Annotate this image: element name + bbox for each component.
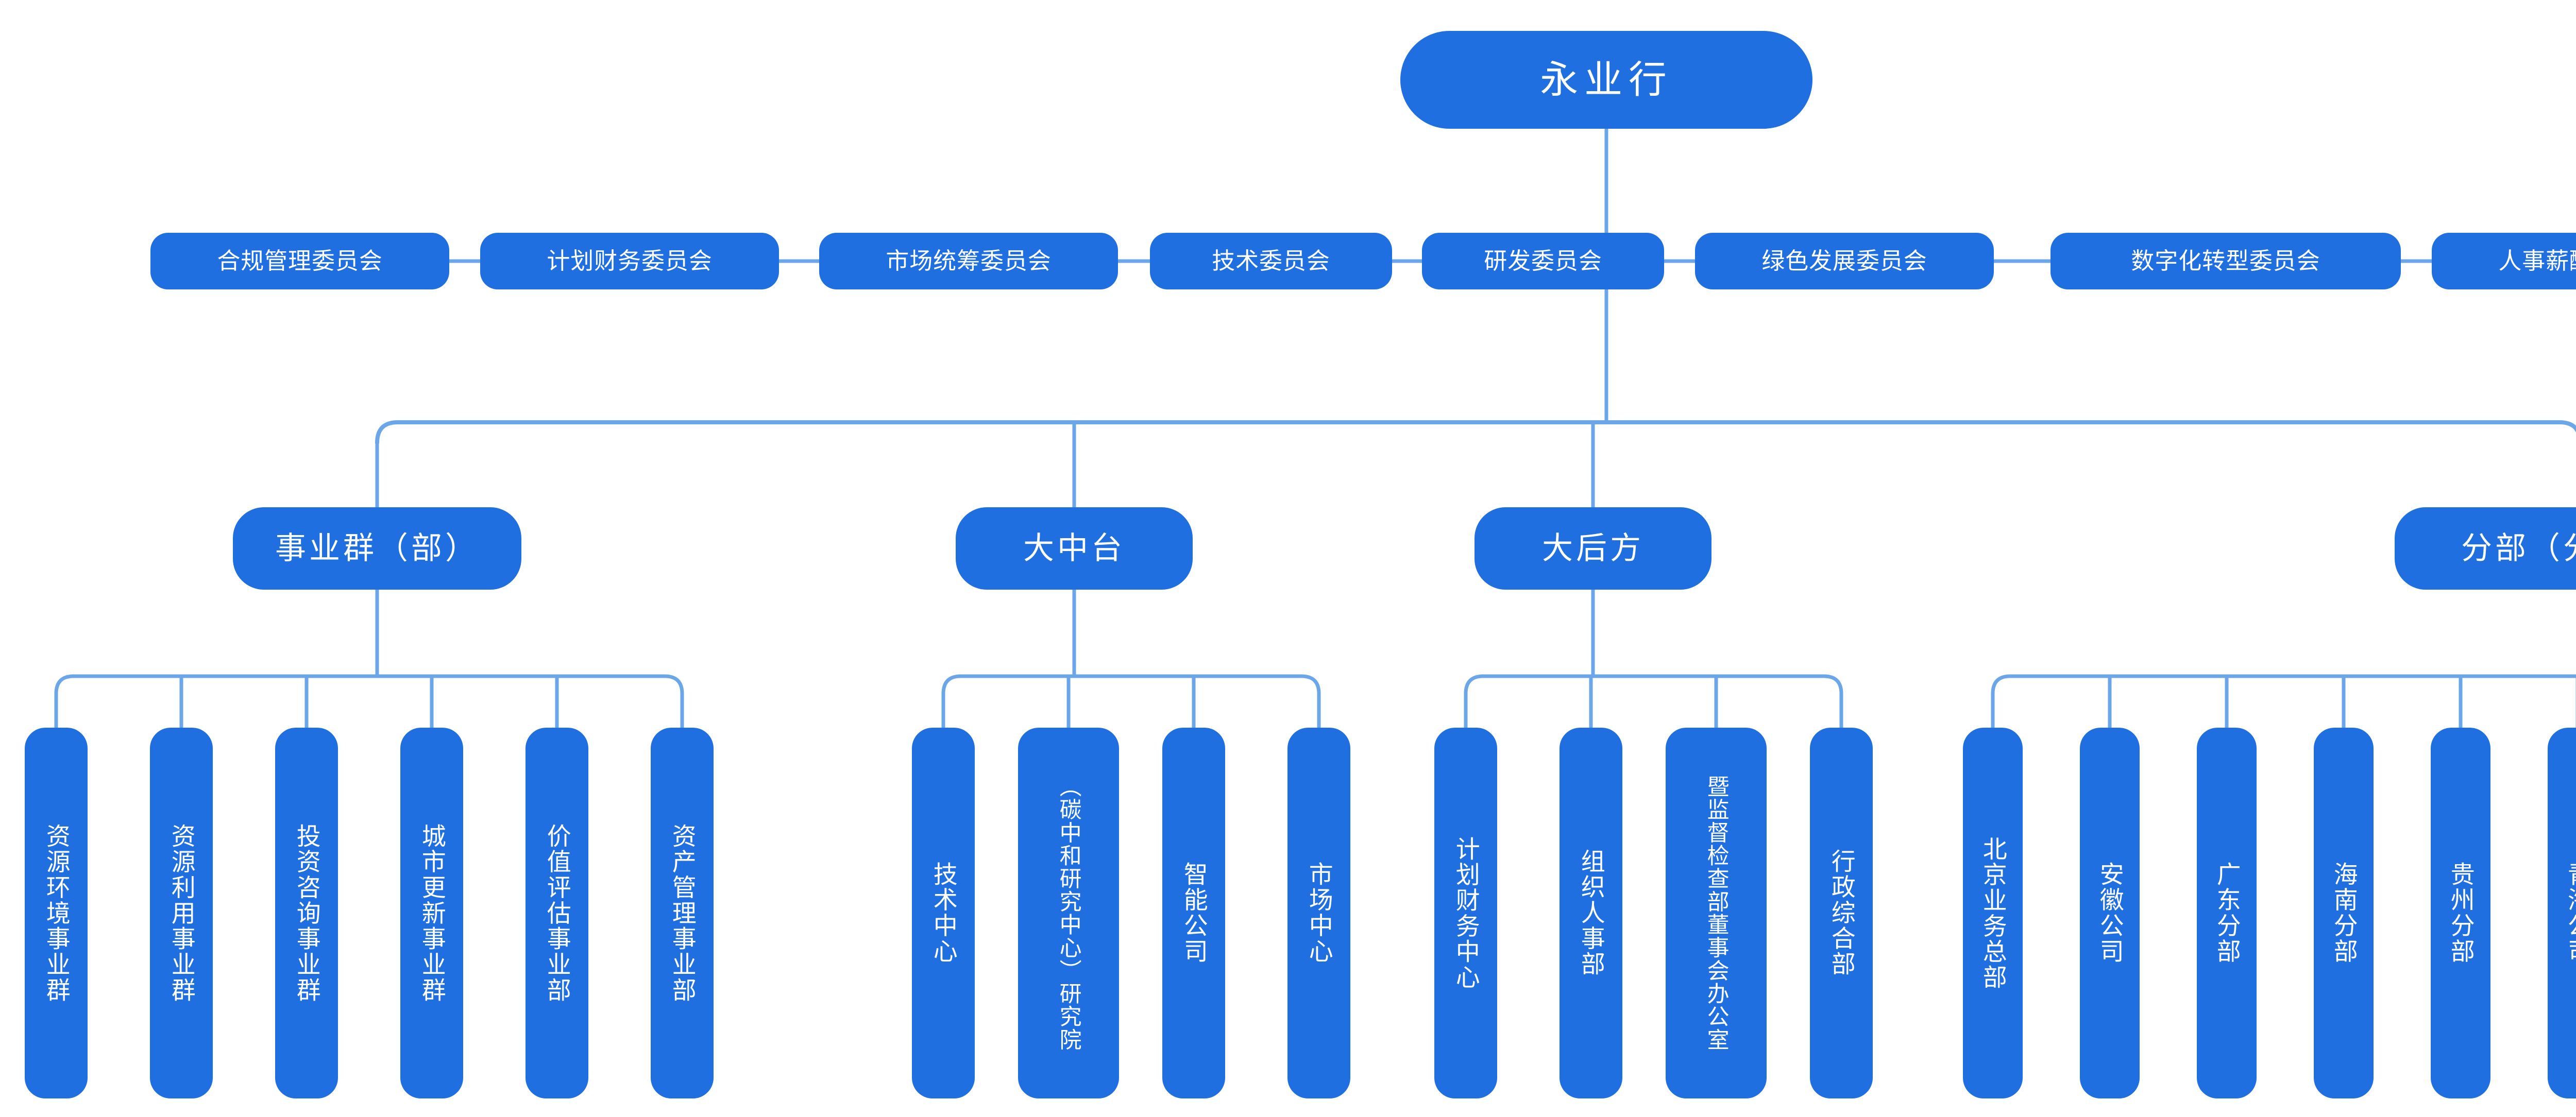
division-2[interactable]: 大中台 — [956, 507, 1193, 590]
leaf-label: 北京业务总部 — [1979, 836, 2007, 990]
committee-1[interactable]: 合规管理委员会 — [150, 233, 449, 289]
leaf-4-3[interactable]: 广东分部 — [2197, 728, 2257, 1098]
committee-7[interactable]: 数字化转型委员会 — [2050, 233, 2401, 289]
leaf-1-4[interactable]: 城市更新事业群 — [400, 728, 463, 1098]
leaf-2-3[interactable]: 智能公司 — [1162, 728, 1225, 1098]
committee-3[interactable]: 市场统筹委员会 — [819, 233, 1118, 289]
division-4[interactable]: 分部（分公司） — [2395, 507, 2576, 590]
root-node[interactable]: 永业行 — [1400, 31, 1812, 129]
leaf-label: 资产管理事业部 — [668, 823, 696, 1003]
division-3[interactable]: 大后方 — [1475, 507, 1711, 590]
leaf-2-4[interactable]: 市场中心 — [1287, 728, 1350, 1098]
leaf-4-5[interactable]: 贵州分部 — [2431, 728, 2490, 1098]
leaf-label: 投资咨询事业群 — [293, 823, 320, 1003]
leaf-3-3[interactable]: 暨监督检查部董事会办公室 — [1666, 728, 1767, 1098]
committee-6[interactable]: 绿色发展委员会 — [1695, 233, 1994, 289]
committee-8[interactable]: 人事薪酬委员会 — [2432, 233, 2576, 289]
leaf-label: 安徽公司 — [2096, 862, 2124, 965]
leaf-label-col2: 暨监督检查部 — [1704, 775, 1729, 913]
leaf-label: 智能公司 — [1180, 862, 1208, 965]
leaf-1-2[interactable]: 资源利用事业群 — [150, 728, 213, 1098]
leaf-label: 组织人事部 — [1577, 849, 1605, 977]
leaf-label: 资源利用事业群 — [167, 823, 195, 1003]
leaf-label: 广东分部 — [2213, 862, 2241, 965]
leaf-label-col2: （碳中和研究中心） — [1056, 775, 1081, 983]
leaf-2-1[interactable]: 技术中心 — [912, 728, 975, 1098]
leaf-4-2[interactable]: 安徽公司 — [2080, 728, 2140, 1098]
committee-4[interactable]: 技术委员会 — [1150, 233, 1392, 289]
leaf-1-3[interactable]: 投资咨询事业群 — [275, 728, 338, 1098]
leaf-label: 城市更新事业群 — [418, 823, 446, 1003]
leaf-label: 青海公司 — [2564, 862, 2576, 965]
leaf-4-4[interactable]: 海南分部 — [2314, 728, 2374, 1098]
leaf-label: 市场中心 — [1305, 862, 1333, 965]
leaf-label: 行政综合部 — [1827, 849, 1855, 977]
leaf-label: 技术中心 — [929, 862, 957, 965]
division-1[interactable]: 事业群（部） — [233, 507, 521, 590]
leaf-label: 资源环境事业群 — [42, 823, 70, 1003]
leaf-label: 海南分部 — [2330, 862, 2358, 965]
leaf-1-1[interactable]: 资源环境事业群 — [25, 728, 88, 1098]
leaf-label: 价值评估事业部 — [543, 823, 571, 1003]
leaf-label: 贵州分部 — [2447, 862, 2475, 965]
leaf-3-4[interactable]: 行政综合部 — [1810, 728, 1873, 1098]
leaf-1-6[interactable]: 资产管理事业部 — [651, 728, 714, 1098]
leaf-label-col1: 研究院 — [1056, 982, 1081, 1052]
leaf-label-col1: 董事会办公室 — [1704, 913, 1729, 1052]
leaf-1-5[interactable]: 价值评估事业部 — [526, 728, 588, 1098]
leaf-3-1[interactable]: 计划财务中心 — [1434, 728, 1497, 1098]
committee-2[interactable]: 计划财务委员会 — [480, 233, 779, 289]
leaf-3-2[interactable]: 组织人事部 — [1560, 728, 1622, 1098]
leaf-2-2[interactable]: （碳中和研究中心）研究院 — [1018, 728, 1119, 1098]
leaf-label: 计划财务中心 — [1452, 836, 1480, 990]
leaf-4-1[interactable]: 北京业务总部 — [1963, 728, 2023, 1098]
leaf-4-6[interactable]: 青海公司 — [2548, 728, 2576, 1098]
committee-5[interactable]: 研发委员会 — [1422, 233, 1664, 289]
